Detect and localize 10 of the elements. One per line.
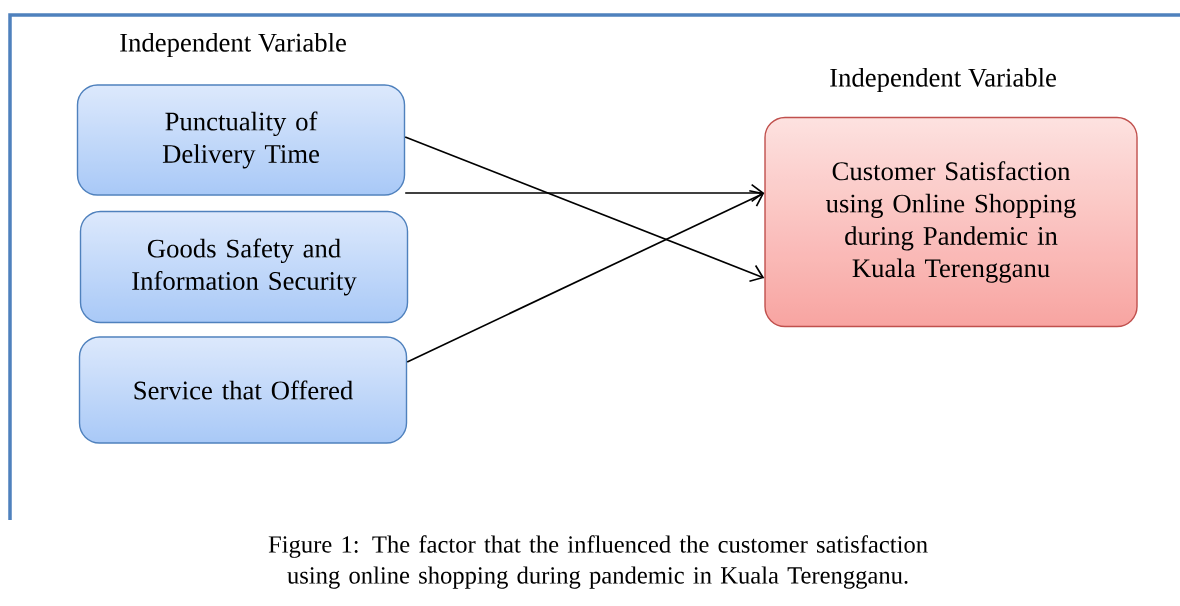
process-box: Service that Offered: [78, 336, 408, 444]
arrow: [406, 189, 765, 363]
figure-caption: Figure 1: The factor that the influenced the customer satisfaction using online shopping during pandemic in Kuala Terengganu.: [268, 535, 928, 589]
outcome-box: Customer Satisfaction using Online Shopping during Pandemic in Kuala Terengganu: [764, 116, 1138, 328]
arrow: [404, 183, 765, 203]
process-box: Goods Safety and Information Security: [79, 210, 409, 324]
process-box: Punctuality of Delivery Time: [76, 84, 406, 196]
arrow: [404, 136, 765, 283]
heading-label: Independent Variable: [120, 32, 346, 58]
heading-label: Independent Variable: [830, 67, 1056, 93]
